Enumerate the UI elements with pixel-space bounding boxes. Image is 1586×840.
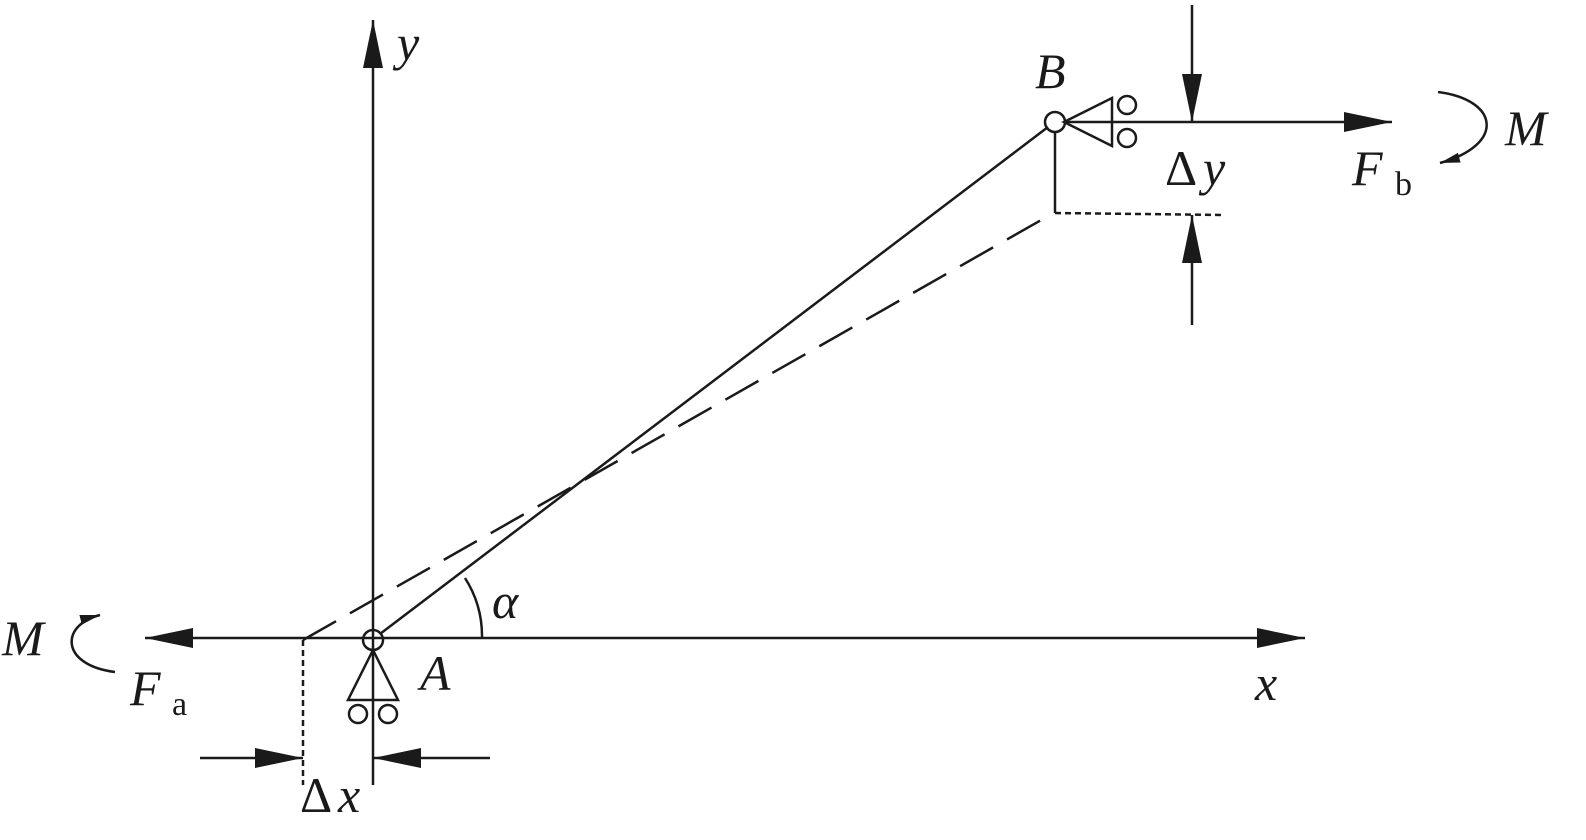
delta-y-reference-line: [1054, 211, 1226, 217]
svg-text:b: b: [1395, 166, 1412, 203]
beam-deformed: [302, 213, 1051, 642]
svg-text:a: a: [172, 686, 187, 723]
delta-y-label: Δ y: [1165, 140, 1226, 196]
svg-text:Δ: Δ: [300, 767, 332, 823]
svg-text:y: y: [1198, 140, 1226, 196]
moment-arrow-b: [1437, 90, 1488, 165]
pin-b: [1043, 110, 1067, 134]
moment-arrow-a: [70, 613, 116, 674]
force-b-label: F b: [1351, 140, 1412, 203]
svg-text:Δ: Δ: [1165, 140, 1197, 196]
pin-a: [361, 628, 385, 652]
svg-text:F: F: [1351, 140, 1383, 196]
y-axis-label: y: [392, 15, 420, 71]
force-a-label: F a: [129, 660, 187, 723]
angle-arc: [463, 577, 484, 639]
roller-support-b: [1061, 94, 1138, 149]
moment-b-label: M: [1504, 100, 1549, 156]
svg-text:x: x: [337, 767, 360, 823]
delta-x-label: Δ x: [300, 767, 360, 823]
moment-a-label: M: [1, 610, 46, 666]
roller-support-a: [345, 647, 401, 725]
x-axis-label: x: [1254, 655, 1277, 711]
point-b-label: B: [1035, 43, 1066, 99]
point-a-label: A: [417, 645, 451, 701]
beam-original: [379, 126, 1049, 635]
angle-label: α: [492, 573, 520, 629]
svg-text:F: F: [129, 660, 161, 716]
